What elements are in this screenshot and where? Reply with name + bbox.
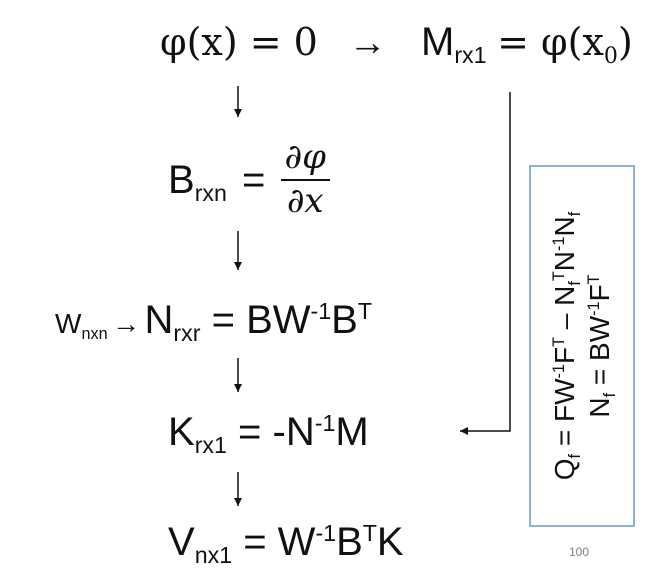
b-symbol: Brxn xyxy=(168,157,227,206)
formula-box: Qf = FW-1FT – NfTN-1Nf Nf = BW-1FT xyxy=(529,165,635,527)
arrow-m-to-k xyxy=(460,92,511,435)
fraction-bar xyxy=(280,178,330,181)
m-symbol: Mrx1 xyxy=(421,20,487,69)
b-equals: = xyxy=(242,157,266,202)
qf-formula: Qf = FW-1FT – NfTN-1Nf xyxy=(549,211,584,481)
n-rxr-expression: Nrxr = BW-1BT xyxy=(144,297,372,347)
fraction-numerator: ∂φ xyxy=(284,137,326,177)
right-arrow-w: → xyxy=(112,308,141,339)
w-nxn: Wnxn xyxy=(55,308,108,343)
equation-k: Krx1 = -N-1M xyxy=(168,409,369,459)
equation-phi: φ(x) = 0 → Mrx1 = φ(x0) xyxy=(160,20,633,69)
page-number: 100 xyxy=(569,545,590,559)
equation-n: Wnxn → Nrxr = BW-1BT xyxy=(55,297,372,347)
equation-v: Vnx1 = W-1BTK xyxy=(168,519,404,569)
partial-fraction: ∂φ ∂x xyxy=(280,137,330,221)
phi-x0: = φ(x0) xyxy=(497,20,633,69)
nf-formula: Nf = BW-1FT xyxy=(584,274,619,418)
rotated-formulas: Qf = FW-1FT – NfTN-1Nf Nf = BW-1FT xyxy=(547,211,619,481)
fraction-denominator: ∂x xyxy=(286,180,324,221)
equation-b: Brxn = ∂φ ∂x xyxy=(168,137,330,221)
right-arrow-1: → xyxy=(348,22,387,64)
phi-equals-zero: φ(x) = 0 xyxy=(160,20,318,64)
